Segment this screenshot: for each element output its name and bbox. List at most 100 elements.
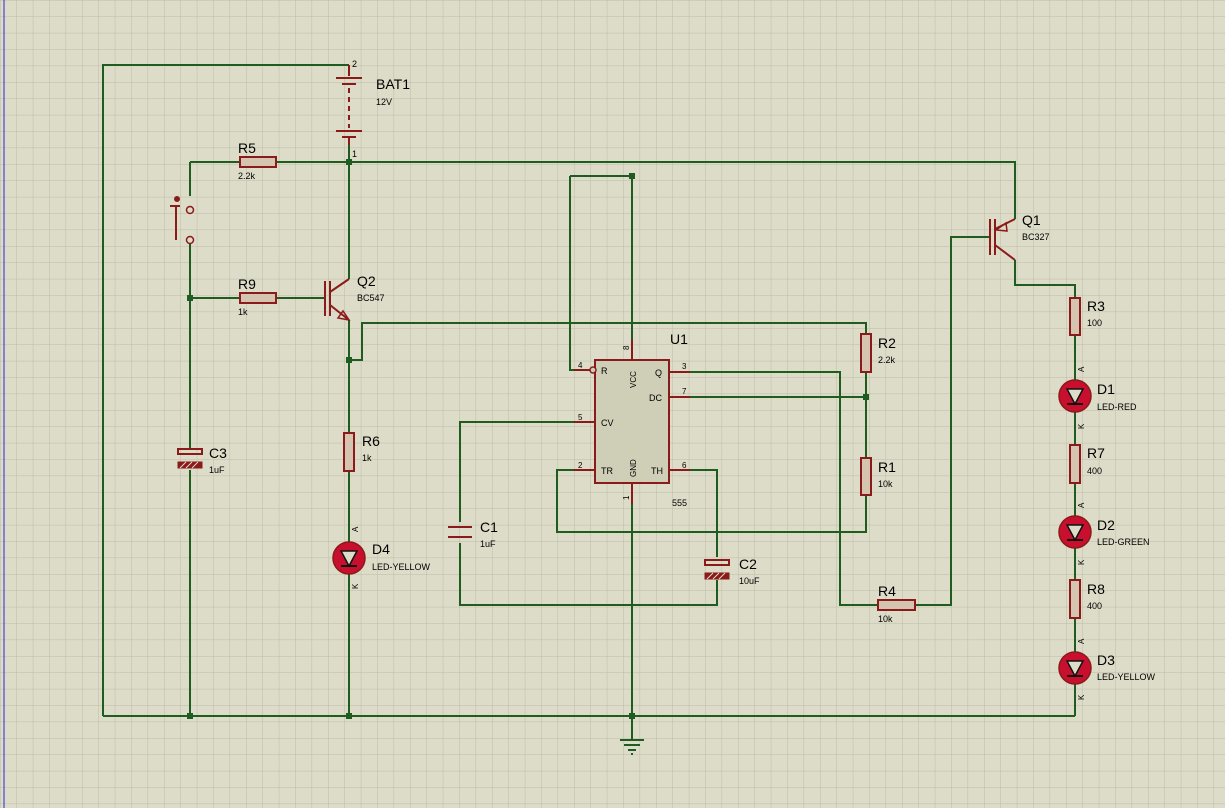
r7-ref: R7	[1087, 445, 1105, 461]
d4-value: LED-YELLOW	[372, 562, 431, 572]
junction-dot	[629, 713, 635, 719]
u1-pin-num-7: 7	[682, 387, 687, 396]
resistor-r2[interactable]: R2 2.2k	[860, 333, 896, 373]
push-button-switch[interactable]	[170, 196, 195, 245]
r3-value: 100	[1087, 318, 1102, 328]
d3-ref: D3	[1097, 652, 1115, 668]
r8-value: 400	[1087, 601, 1102, 611]
r3-ref: R3	[1087, 298, 1105, 314]
r6-value: 1k	[362, 453, 372, 463]
r9-value: 1k	[238, 307, 248, 317]
junctions	[187, 159, 869, 719]
u1-pin-label-cv: CV	[601, 418, 614, 428]
ic-u1-555[interactable]: U1 555 R CV TR Q DC TH VCC GND 4 5 2 3 7…	[574, 331, 690, 508]
resistor-r4[interactable]: R4 10k	[877, 583, 916, 624]
d1-ref: D1	[1097, 381, 1115, 397]
r5-ref: R5	[238, 140, 256, 156]
capacitor-c3[interactable]: C3 1uF	[177, 445, 227, 475]
r1-value: 10k	[878, 479, 893, 489]
c2-ref: C2	[739, 556, 757, 572]
led-d1[interactable]: A K D1 LED-RED	[1058, 366, 1137, 429]
c1-value: 1uF	[480, 539, 496, 549]
wire-r4-to-q1	[915, 236, 990, 606]
junction-dot	[346, 159, 352, 165]
u1-ref: U1	[670, 331, 688, 347]
d1-anode-label: A	[1077, 366, 1086, 372]
ground-symbol[interactable]	[620, 739, 644, 755]
u1-pin-label-reset: R	[601, 366, 608, 376]
d1-value: LED-RED	[1097, 402, 1137, 412]
resistor-r3[interactable]: R3 100	[1069, 297, 1105, 336]
r8-ref: R8	[1087, 581, 1105, 597]
d3-value: LED-YELLOW	[1097, 672, 1156, 682]
led-d4[interactable]: A K D4 LED-YELLOW	[332, 526, 431, 589]
d4-cathode-label: K	[351, 583, 360, 589]
r4-ref: R4	[878, 583, 896, 599]
r1-ref: R1	[878, 459, 896, 475]
capacitor-c1[interactable]: C1 1uF	[448, 519, 498, 549]
junction-dot	[187, 295, 193, 301]
wire-q2-to-r2	[349, 322, 867, 361]
d3-cathode-label: K	[1077, 694, 1086, 700]
u1-pin-label-th: TH	[651, 466, 663, 476]
r6-ref: R6	[362, 433, 380, 449]
d2-cathode-label: K	[1077, 559, 1086, 565]
resistor-r7[interactable]: R7 400	[1069, 444, 1105, 484]
capacitor-c2[interactable]: C2 10uF	[704, 556, 760, 586]
wire-r5-right	[276, 161, 1016, 219]
u1-pin-num-3: 3	[682, 362, 687, 371]
junction-dot	[629, 173, 635, 179]
wire-c2-c1	[459, 543, 718, 606]
junction-dot	[346, 713, 352, 719]
r5-value: 2.2k	[238, 171, 256, 181]
c3-ref: C3	[209, 445, 227, 461]
wire-q1-r3	[1014, 260, 1076, 298]
r2-ref: R2	[878, 335, 896, 351]
transistor-q2[interactable]: Q2 BC547	[324, 273, 385, 322]
q2-value: BC547	[357, 293, 385, 303]
u1-pin-num-1: 1	[622, 495, 631, 500]
led-d3[interactable]: A K D3 LED-YELLOW	[1058, 638, 1156, 700]
resistor-r9[interactable]: R9 1k	[238, 276, 277, 317]
wire-bat-positive	[102, 64, 349, 716]
bat1-ref: BAT1	[376, 76, 410, 92]
wire-tr-loop	[556, 469, 867, 533]
u1-pin-label-vcc: VCC	[629, 371, 638, 388]
junction-dot	[863, 394, 869, 400]
d2-anode-label: A	[1077, 502, 1086, 508]
u1-value: 555	[672, 498, 687, 508]
d4-anode-label: A	[351, 526, 360, 532]
c3-value: 1uF	[209, 465, 225, 475]
c2-value: 10uF	[739, 576, 760, 586]
u1-pin-num-6: 6	[682, 461, 687, 470]
resistor-r5[interactable]: R5 2.2k	[238, 140, 277, 181]
resistor-r8[interactable]: R8 400	[1069, 579, 1105, 619]
junction-dot	[346, 357, 352, 363]
u1-pin-num-4: 4	[578, 361, 583, 370]
resistor-r6[interactable]: R6 1k	[343, 432, 380, 472]
u1-pin-num-5: 5	[578, 413, 583, 422]
wire-cv-c1	[459, 421, 595, 522]
q2-ref: Q2	[357, 273, 376, 289]
d3-anode-label: A	[1077, 638, 1086, 644]
u1-pin-label-tr: TR	[601, 466, 613, 476]
u1-pin-num-8: 8	[622, 345, 631, 350]
d1-cathode-label: K	[1077, 423, 1086, 429]
junction-dot	[187, 713, 193, 719]
bat1-value: 12V	[376, 97, 392, 107]
q1-value: BC327	[1022, 232, 1050, 242]
transistor-q1[interactable]: Q1 BC327	[989, 212, 1050, 261]
u1-pin-label-q: Q	[655, 368, 662, 378]
u1-pin-label-dc: DC	[649, 393, 662, 403]
d4-ref: D4	[372, 541, 390, 557]
bat1-pin1: 1	[352, 149, 357, 159]
wires	[102, 64, 1076, 740]
bat1-pin2: 2	[352, 59, 357, 69]
led-d2[interactable]: A K D2 LED-GREEN	[1058, 502, 1150, 565]
u1-pin-label-gnd: GND	[629, 459, 638, 477]
r9-ref: R9	[238, 276, 256, 292]
resistor-r1[interactable]: R1 10k	[860, 457, 896, 496]
battery-bat1[interactable]: 2 1 BAT1 12V	[336, 59, 410, 159]
d2-value: LED-GREEN	[1097, 537, 1150, 547]
